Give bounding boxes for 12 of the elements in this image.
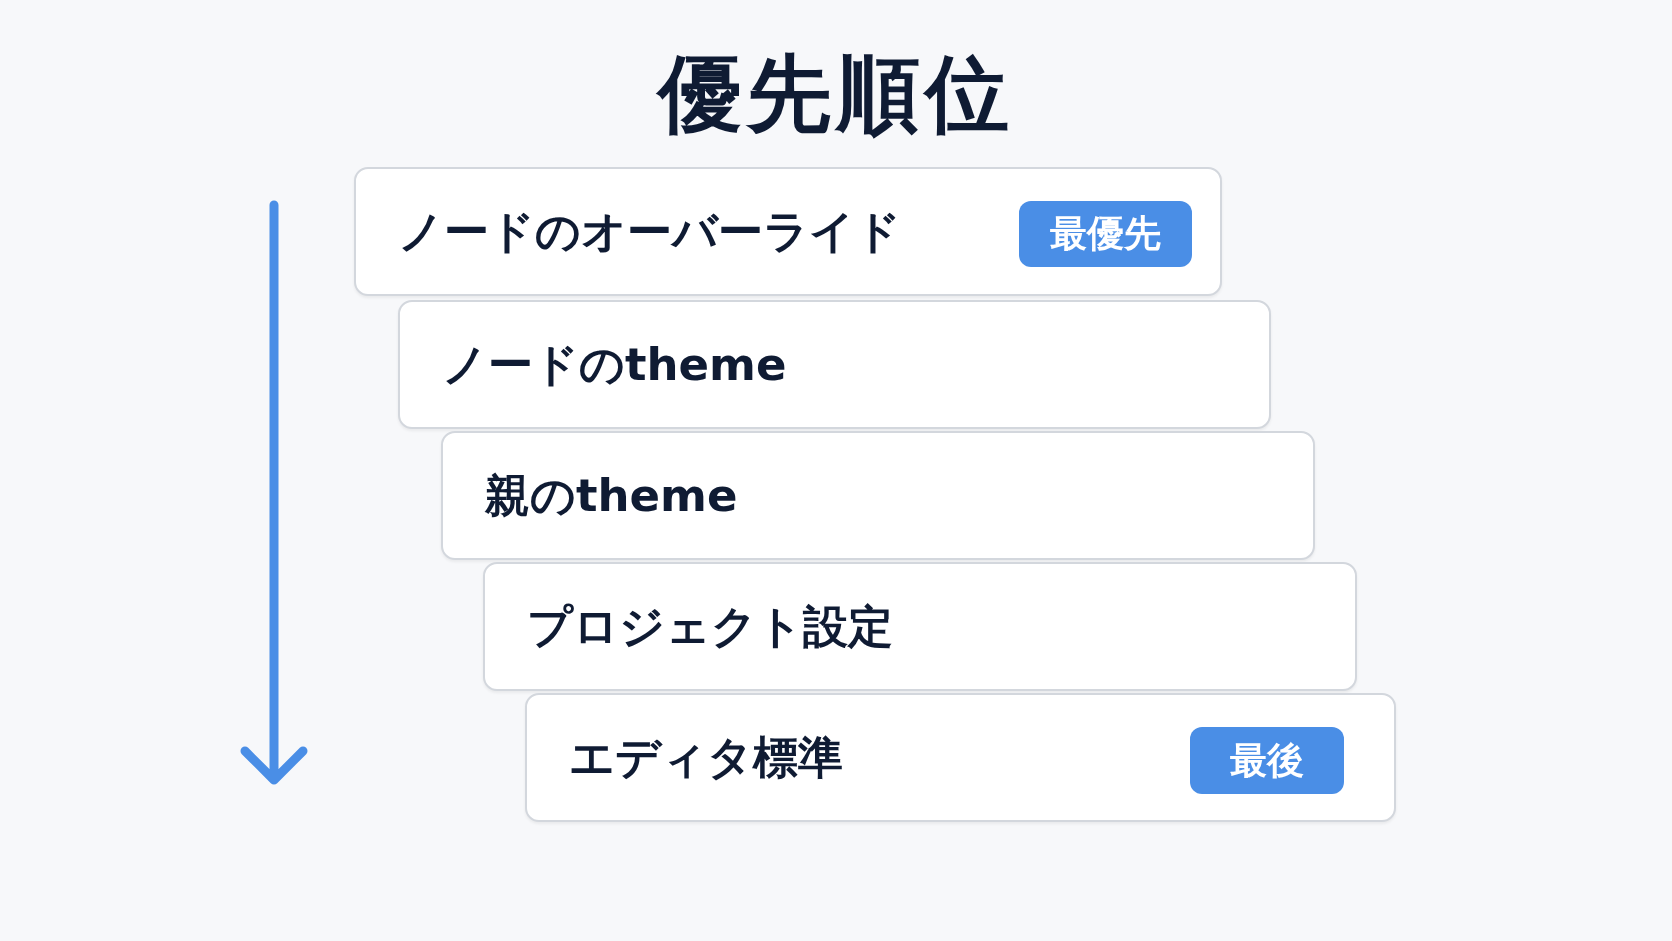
priority-card — [525, 693, 1396, 822]
card-label: ノードのtheme — [442, 338, 787, 391]
card-label: エディタ標準 — [569, 731, 843, 784]
card-label: ノードのオーバーライド — [398, 205, 901, 258]
priority-card — [441, 431, 1315, 560]
priority-badge: 最後 — [1190, 727, 1344, 794]
priority-card — [354, 167, 1222, 296]
priority-card — [483, 562, 1357, 691]
card-label: プロジェクト設定 — [527, 600, 893, 653]
card-label: 親のtheme — [485, 469, 738, 522]
priority-card — [398, 300, 1271, 429]
priority-badge: 最優先 — [1019, 201, 1192, 267]
